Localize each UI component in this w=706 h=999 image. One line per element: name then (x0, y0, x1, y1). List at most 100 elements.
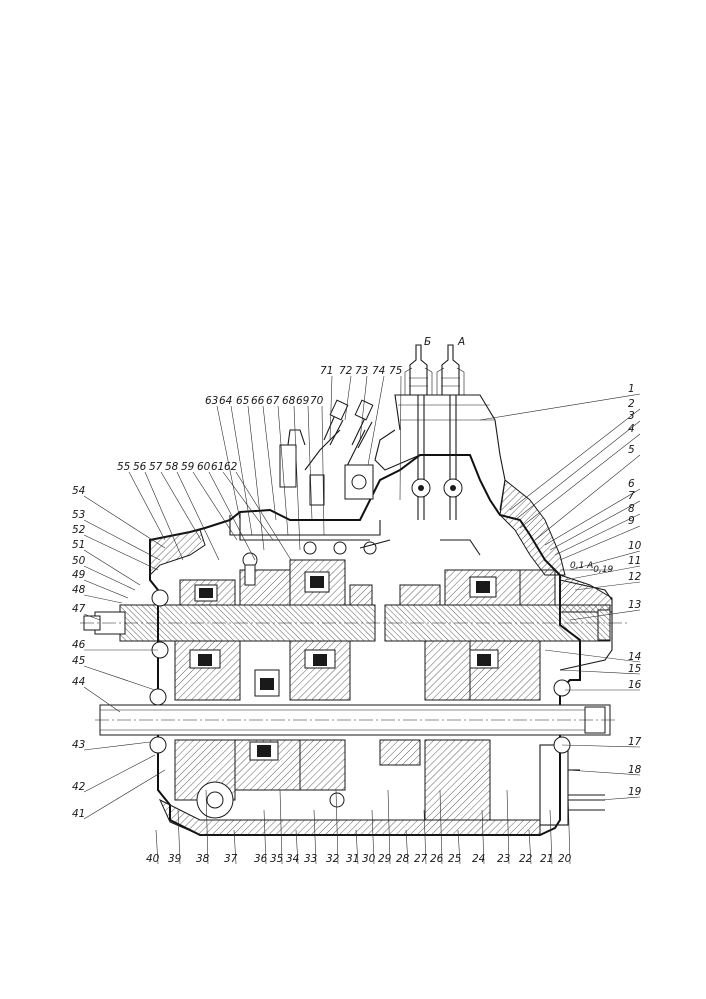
leader-2 (509, 408, 641, 511)
callout-36: 36 (254, 853, 268, 865)
callout-50: 50 (72, 555, 86, 567)
callout-8: 8 (628, 503, 635, 515)
gearbox-body (149, 344, 613, 836)
top-valves (229, 399, 481, 586)
callout-46: 46 (72, 639, 86, 651)
leader-17 (561, 744, 641, 748)
callout-14: 14 (628, 651, 641, 663)
leader-8 (554, 513, 641, 556)
leader-30 (371, 809, 375, 865)
leader-65 (247, 405, 265, 551)
lower-gear-set (174, 640, 541, 821)
callout-49: 49 (72, 569, 86, 581)
callout-6: 6 (628, 478, 635, 490)
leader-4 (519, 433, 641, 529)
callout-16: 16 (628, 679, 642, 691)
callout-38: 38 (196, 853, 210, 865)
callout-30: 30 (362, 853, 376, 865)
callout-64: 64 (219, 395, 232, 407)
callout-71: 71 (320, 365, 333, 377)
leader-37 (233, 829, 237, 865)
callout-62: 62 (224, 461, 238, 473)
view-letters: Б А (424, 336, 465, 348)
callout-66: 66 (251, 395, 265, 407)
leader-14 (544, 649, 641, 663)
callout-68: 68 (282, 395, 296, 407)
callout-37: 37 (224, 853, 238, 865)
callout-44: 44 (72, 676, 85, 688)
upper-gear-set (179, 559, 556, 606)
leader-35 (279, 789, 283, 865)
callout-29: 29 (378, 853, 392, 865)
leader-13 (569, 609, 641, 621)
callout-63: 63 (205, 395, 218, 407)
leader-74 (367, 375, 385, 466)
leader-67 (277, 405, 289, 536)
callout-31: 31 (346, 853, 359, 865)
leader-38 (205, 789, 209, 865)
callout-19: 19 (628, 786, 642, 798)
leader-20 (567, 789, 571, 865)
callout-58: 58 (165, 461, 179, 473)
leader-29 (387, 789, 391, 865)
callout-26: 26 (430, 853, 444, 865)
callout-10: 10 (628, 540, 642, 552)
leader-58 (176, 471, 220, 561)
leader-22 (528, 829, 532, 865)
leader-28 (405, 829, 409, 865)
tolerance-value: 0,1 A (570, 561, 593, 571)
leader-6 (544, 488, 641, 546)
leader-34 (295, 829, 299, 865)
callout-54: 54 (72, 485, 85, 497)
leader-60 (208, 471, 256, 561)
callout-60: 60 (197, 461, 211, 473)
leader-51 (83, 549, 141, 586)
callout-7: 7 (628, 490, 635, 502)
leader-21 (549, 809, 553, 865)
callout-72: 72 (339, 365, 353, 377)
leader-59 (192, 471, 238, 541)
callout-12: 12 (628, 571, 642, 583)
callout-70: 70 (310, 395, 324, 407)
callout-52: 52 (72, 524, 86, 536)
callout-11: 11 (628, 555, 641, 567)
leader-27 (423, 809, 427, 865)
leader-44 (83, 686, 121, 713)
callout-59: 59 (181, 461, 195, 473)
leader-33 (313, 809, 317, 865)
leader-26 (439, 789, 443, 865)
callout-20: 20 (558, 853, 572, 865)
leader-10 (569, 550, 641, 571)
callout-67: 67 (266, 395, 280, 407)
callout-75: 75 (389, 365, 403, 377)
callout-57: 57 (149, 461, 163, 473)
leader-15 (559, 669, 641, 675)
leader-45 (83, 665, 156, 691)
callout-43: 43 (72, 739, 85, 751)
leader-7 (549, 500, 641, 551)
callout-13: 13 (628, 599, 641, 611)
leader-12 (574, 581, 641, 591)
callout-3: 3 (628, 410, 635, 422)
leader-5 (534, 454, 641, 541)
callout-65: 65 (236, 395, 250, 407)
callout-34: 34 (286, 853, 299, 865)
callout-25: 25 (448, 853, 462, 865)
leader-40 (155, 829, 159, 865)
leader-42 (83, 754, 156, 793)
leader-43 (83, 741, 151, 751)
leader-25 (457, 829, 461, 865)
leader-66 (262, 405, 277, 521)
leader-62 (235, 471, 292, 561)
callout-35: 35 (270, 853, 284, 865)
leader-69 (307, 405, 313, 521)
view-label-a: А (457, 336, 465, 348)
callout-74: 74 (372, 365, 385, 377)
callout-17: 17 (628, 736, 642, 748)
callout-23: 23 (497, 853, 510, 865)
leader-61 (222, 471, 274, 541)
callout-55: 55 (117, 461, 131, 473)
callout-61: 61 (211, 461, 224, 473)
callout-73: 73 (355, 365, 368, 377)
